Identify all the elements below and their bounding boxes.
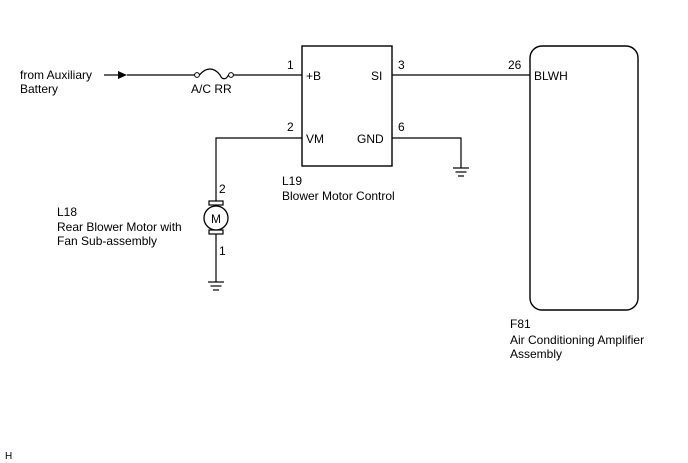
- pin-label-b-plus: +B: [306, 69, 321, 83]
- pin-num-vm: 2: [287, 120, 294, 134]
- amplifier-name-line2: Assembly: [510, 347, 562, 361]
- wire-vm-to-motor: [215, 137, 302, 201]
- amplifier-box: [529, 45, 639, 311]
- fuse-label: A/C RR: [191, 82, 232, 96]
- pin-label-gnd: GND: [357, 132, 384, 146]
- motor-code: L18: [57, 205, 77, 219]
- blower-control-name: Blower Motor Control: [282, 189, 395, 203]
- source-label-line1: from Auxiliary: [20, 68, 92, 82]
- fuse-icon: [194, 68, 234, 80]
- ground-icon-motor: [208, 281, 224, 291]
- blower-control-code: L19: [282, 174, 302, 188]
- pin-num-b-plus: 1: [287, 58, 294, 72]
- amp-pin-label: BLWH: [534, 69, 568, 83]
- corner-mark: H: [5, 451, 12, 462]
- source-label-line2: Battery: [20, 82, 58, 96]
- motor-name-line2: Fan Sub-assembly: [57, 234, 157, 248]
- pin-num-gnd: 6: [398, 120, 405, 134]
- pin-label-vm: VM: [306, 132, 324, 146]
- motor-pin-bottom: 1: [219, 244, 226, 258]
- motor-pin-top: 2: [219, 182, 226, 196]
- wire-gnd-to-ground: [392, 137, 462, 168]
- pin-num-si: 3: [398, 58, 405, 72]
- source-arrow-icon: [104, 71, 127, 79]
- pin-label-si: SI: [371, 69, 382, 83]
- ground-icon: [453, 167, 469, 177]
- amplifier-name-line1: Air Conditioning Amplifier: [510, 333, 644, 347]
- motor-name-line1: Rear Blower Motor with: [57, 220, 182, 234]
- motor-symbol: M: [211, 212, 221, 226]
- amplifier-code: F81: [510, 317, 531, 331]
- amp-pin-num: 26: [508, 58, 522, 72]
- blower-motor-control-box: [301, 45, 393, 167]
